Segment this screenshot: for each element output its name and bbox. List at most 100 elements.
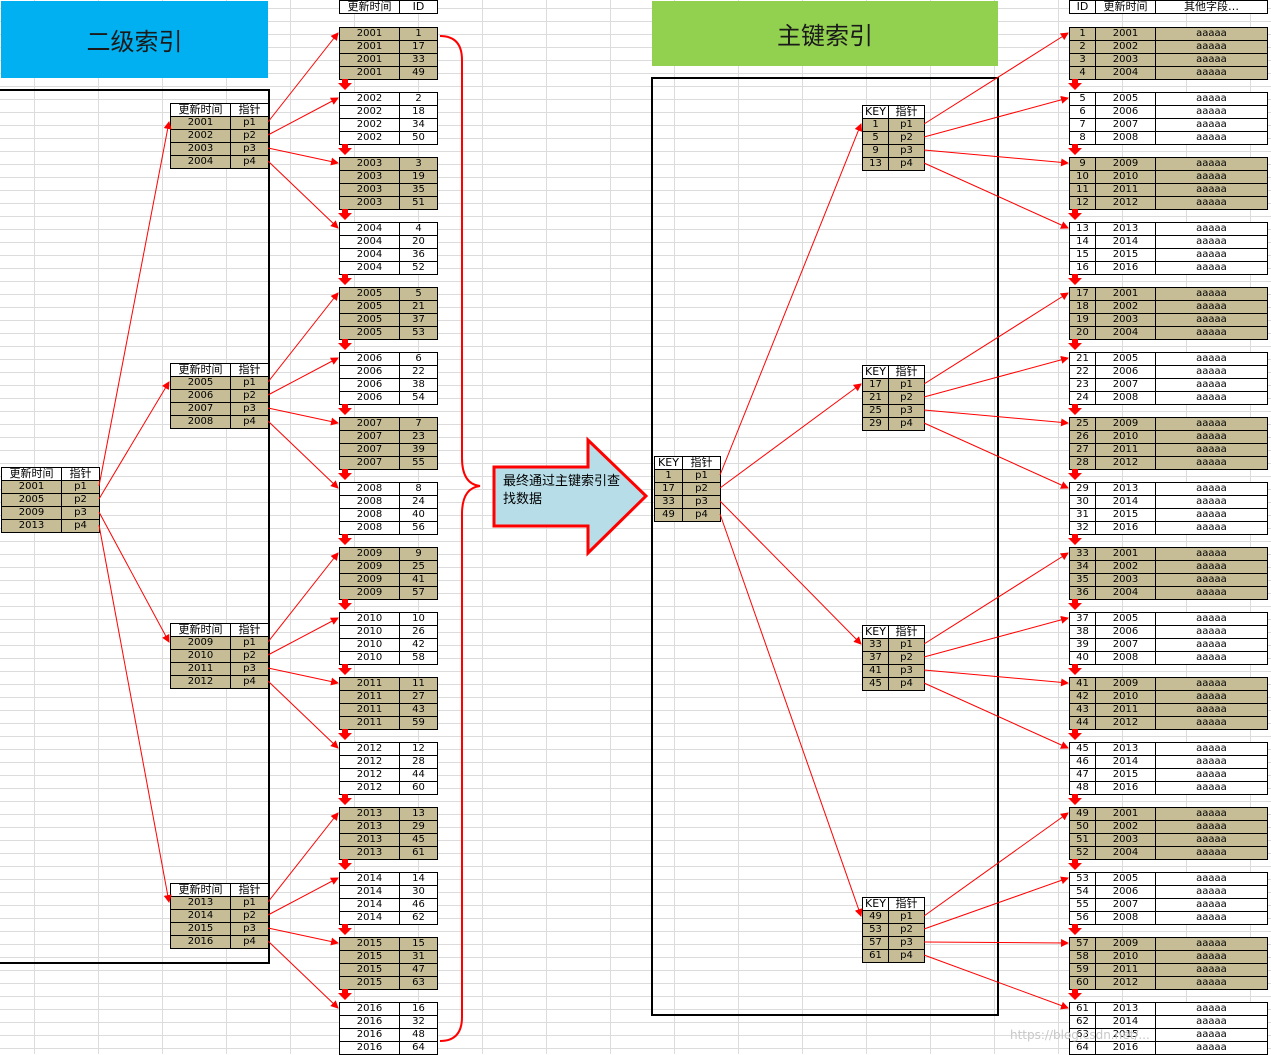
table-cell: 2001 [1096, 28, 1156, 40]
table-cell: aaaaa [1156, 444, 1268, 456]
table-cell: 2002 [171, 130, 231, 142]
table-cell: aaaaa [1156, 158, 1268, 170]
table-cell: 2003 [1096, 834, 1156, 846]
header-cell: KEY [863, 366, 889, 378]
table-cell: 2004 [1096, 67, 1156, 79]
table-cell: aaaaa [1156, 457, 1268, 469]
table-cell: 26 [400, 626, 438, 638]
table-cell: 2006 [1096, 886, 1156, 898]
table-cell: 49 [400, 67, 438, 79]
table-cell: 53 [863, 924, 889, 936]
table-cell: 2006 [1096, 626, 1156, 638]
table-cell: 2014 [340, 886, 400, 898]
table-cell: 2003 [340, 184, 400, 196]
table-cell: 29 [400, 821, 438, 833]
table-cell: 61 [400, 847, 438, 859]
table-cell: 2004 [340, 223, 400, 235]
table-cell: 9 [1070, 158, 1096, 170]
table-cell: 30 [1070, 496, 1096, 508]
table-cell: 57 [400, 587, 438, 599]
table-cell: 25 [400, 561, 438, 573]
table-cell: 2003 [171, 143, 231, 155]
table-cell: 2001 [340, 54, 400, 66]
table-cell: 2011 [340, 678, 400, 690]
table-cell: 19 [1070, 314, 1096, 326]
table-cell: 2012 [340, 756, 400, 768]
table-cell: aaaaa [1156, 587, 1268, 599]
table-cell: 41 [1070, 678, 1096, 690]
table-cell: 2016 [1096, 262, 1156, 274]
table-cell: aaaaa [1156, 28, 1268, 40]
table-cell: 18 [1070, 301, 1096, 313]
table-cell: aaaaa [1156, 197, 1268, 209]
table-cell: 52 [1070, 847, 1096, 859]
table-cell: 16 [1070, 262, 1096, 274]
table-cell: 2005 [340, 301, 400, 313]
table-cell: 7 [400, 418, 438, 430]
table-cell: aaaaa [1156, 431, 1268, 443]
table-cell: 4 [1070, 67, 1096, 79]
table-cell: aaaaa [1156, 964, 1268, 976]
table-cell: 7 [1070, 119, 1096, 131]
table-cell: aaaaa [1156, 67, 1268, 79]
table-cell: 62 [400, 912, 438, 924]
table-cell: 35 [1070, 574, 1096, 586]
table-cell: 2008 [1096, 392, 1156, 404]
watermark: https://blog.csdn.net/... [1010, 1028, 1150, 1042]
table-cell: 2004 [1096, 327, 1156, 339]
table-cell: aaaaa [1156, 1029, 1268, 1041]
table-cell: 37 [1070, 613, 1096, 625]
table-cell: p2 [683, 483, 721, 495]
table-cell: aaaaa [1156, 613, 1268, 625]
table-cell: 2014 [340, 899, 400, 911]
table-cell: 2008 [340, 483, 400, 495]
table-cell: 54 [1070, 886, 1096, 898]
table-cell: p4 [231, 156, 269, 168]
table-cell: 1 [400, 28, 438, 40]
table-cell: 1 [863, 119, 889, 131]
table-cell: 2006 [340, 353, 400, 365]
table-cell: 44 [1070, 717, 1096, 729]
table-cell: 64 [400, 1042, 438, 1054]
table-cell: 56 [400, 522, 438, 534]
